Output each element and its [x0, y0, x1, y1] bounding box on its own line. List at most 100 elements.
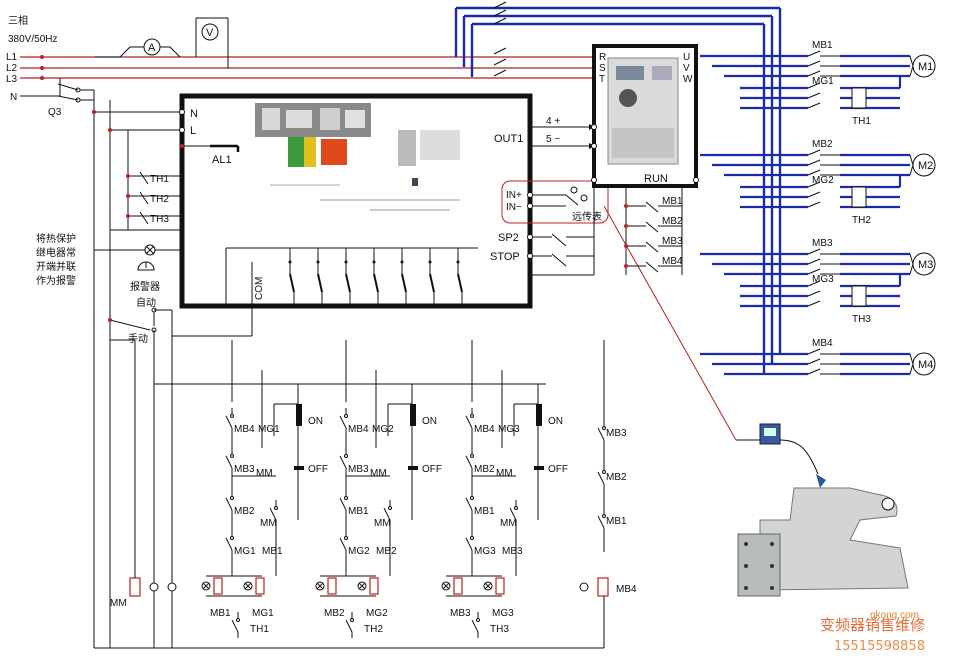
ladder-1-mid-label-3: MB1 — [262, 546, 283, 557]
ladder-2-left-label-1: MB4 — [348, 424, 369, 435]
auto-manual-switch — [109, 319, 151, 331]
transmitter-label: 远传表 — [572, 210, 602, 223]
pipe-photo — [759, 487, 909, 591]
alarm-output-label: AL1 — [212, 154, 232, 166]
voltage-label: 380V/50Hz — [8, 34, 57, 45]
thermal-relay-contacts: TH1 TH2 TH3 — [110, 130, 182, 231]
inverter-output-v: V — [683, 63, 690, 74]
ladder-1-on-button-icon — [296, 404, 302, 426]
ladder-1-th-label: TH1 — [250, 624, 269, 635]
manual-label: 手动 — [128, 332, 148, 345]
ladder-2-mg-switch-label: MG2 — [372, 424, 394, 435]
motor-1-thermal-relay — [851, 87, 867, 109]
alarm-note-line3: 开端并联 — [36, 260, 76, 273]
motor-4-mb-label: MB4 — [812, 338, 833, 349]
ladder-4-contact-1 — [602, 426, 606, 430]
motor-3-mb-label: MB3 — [812, 238, 833, 249]
controller-n-terminal: N — [190, 108, 198, 120]
th1-contact-label: TH1 — [150, 174, 169, 185]
ladder-1-left-label-2: MB3 — [234, 464, 255, 475]
watermark-line2: 15515598858 — [834, 639, 925, 654]
ladder-1-off-button-icon — [294, 466, 304, 470]
controller-l-terminal: L — [190, 125, 196, 137]
ladder-2-left-contact-1 — [344, 414, 348, 418]
ladder-2-left-contact-2 — [344, 454, 348, 458]
controller-box: N L AL1 COM — [179, 93, 533, 309]
ladder-1-th-contact — [236, 618, 240, 622]
relay-output-contacts — [251, 248, 463, 304]
run-contact-2-label: MB2 — [662, 216, 683, 227]
ladder-2-off-label: OFF — [422, 464, 442, 475]
ladder-1-left-label-1: MB4 — [234, 424, 255, 435]
mm-coil-group: MM — [110, 339, 177, 609]
run-contact-3-label: MB3 — [662, 236, 683, 247]
ladder-3-coil-2 — [495, 577, 505, 595]
ladder-1-coil-1 — [213, 577, 223, 595]
alarm-note-line4: 作为报警 — [36, 274, 76, 287]
inverter-input-r: R — [599, 52, 606, 63]
ladder-3-coil-label-1: MB3 — [450, 608, 471, 619]
ladder-2-coil-label-1: MB2 — [324, 608, 345, 619]
buzzer-label: 报警器 — [130, 280, 160, 293]
ladder-3-on-label: ON — [548, 416, 563, 427]
ladder-3-coil-label-2: MG3 — [492, 608, 514, 619]
inverter-output-w: W — [683, 74, 693, 85]
ladder-2-th-contact — [350, 618, 354, 622]
ladder-1-on-label: ON — [308, 416, 323, 427]
ladder-2-on-button-icon — [410, 404, 416, 426]
out1-plus-label: 4 + — [546, 116, 560, 127]
line-l3-label: L3 — [6, 74, 18, 85]
ladder-4-label-3: MB1 — [606, 516, 627, 527]
ladder-4-coil-label: MB4 — [616, 584, 637, 595]
ladder-1-off-label: OFF — [308, 464, 328, 475]
ladder-3-left-contact-1 — [470, 414, 474, 418]
ladder-3-left-label-3: MB1 — [474, 506, 495, 517]
run-contact-1-label: MB1 — [662, 196, 683, 207]
ladder-3-left-contact-3 — [470, 496, 474, 500]
watermark-site: gkong.com — [870, 610, 919, 621]
ladder-2-left-label-3: MB1 — [348, 506, 369, 517]
alarm-note-line1: 将热保护 — [36, 232, 76, 245]
in-minus-label: IN− — [506, 202, 522, 213]
ladder-2-coil-2 — [369, 577, 379, 595]
ladder-1-mid-contact-1 — [274, 506, 278, 510]
motor-2-thermal-relay — [851, 186, 867, 208]
ladder-3-left-label-4: MG3 — [474, 546, 496, 557]
ladder-1-mg-switch-label: MG1 — [258, 424, 280, 435]
ladder-1-left-contact-3 — [230, 496, 234, 500]
stop-label: STOP — [490, 251, 520, 263]
neutral-label: N — [10, 92, 17, 103]
mm-lamp-2-icon — [167, 582, 177, 592]
ladder-2-left-label-4: MG2 — [348, 546, 370, 557]
ladder-1-mid-label-1: MM — [256, 468, 273, 479]
ladder-2-coil-label-2: MG2 — [366, 608, 388, 619]
motor-3-th-label: TH3 — [852, 314, 871, 325]
ladder-4-lamp-icon — [579, 582, 589, 592]
ladder-3-off-button-icon — [534, 466, 544, 470]
ladder-1-left-label-4: MG1 — [234, 546, 256, 557]
motor-1-name: M1 — [918, 61, 933, 73]
in-plus-label: IN+ — [506, 190, 522, 201]
motor-1-th-label: TH1 — [852, 116, 871, 127]
ladder-3-left-contact-2 — [470, 454, 474, 458]
ladder-3-left-contact-4 — [470, 536, 474, 540]
motor-2-mb-label: MB2 — [812, 139, 833, 150]
ladder-2-mid-contact-1 — [388, 506, 392, 510]
ladder-3-coil-1 — [453, 577, 463, 595]
ladder-2-left-label-2: MB3 — [348, 464, 369, 475]
ladder-2-coil-1 — [327, 577, 337, 595]
ladder-4-label-2: MB2 — [606, 472, 627, 483]
alarm-note-line2: 继电器常 — [36, 246, 76, 259]
ladder-1-coil-label-1: MB1 — [210, 608, 231, 619]
ladder-3-mg-switch-label: MG3 — [498, 424, 520, 435]
inverter-run-label: RUN — [644, 173, 668, 185]
ladder-3-th-contact — [476, 618, 480, 622]
ladder-3-mid-label-3: MB3 — [502, 546, 523, 557]
inverter-input-t: T — [599, 74, 605, 85]
mm-coil-label: MM — [110, 598, 127, 609]
